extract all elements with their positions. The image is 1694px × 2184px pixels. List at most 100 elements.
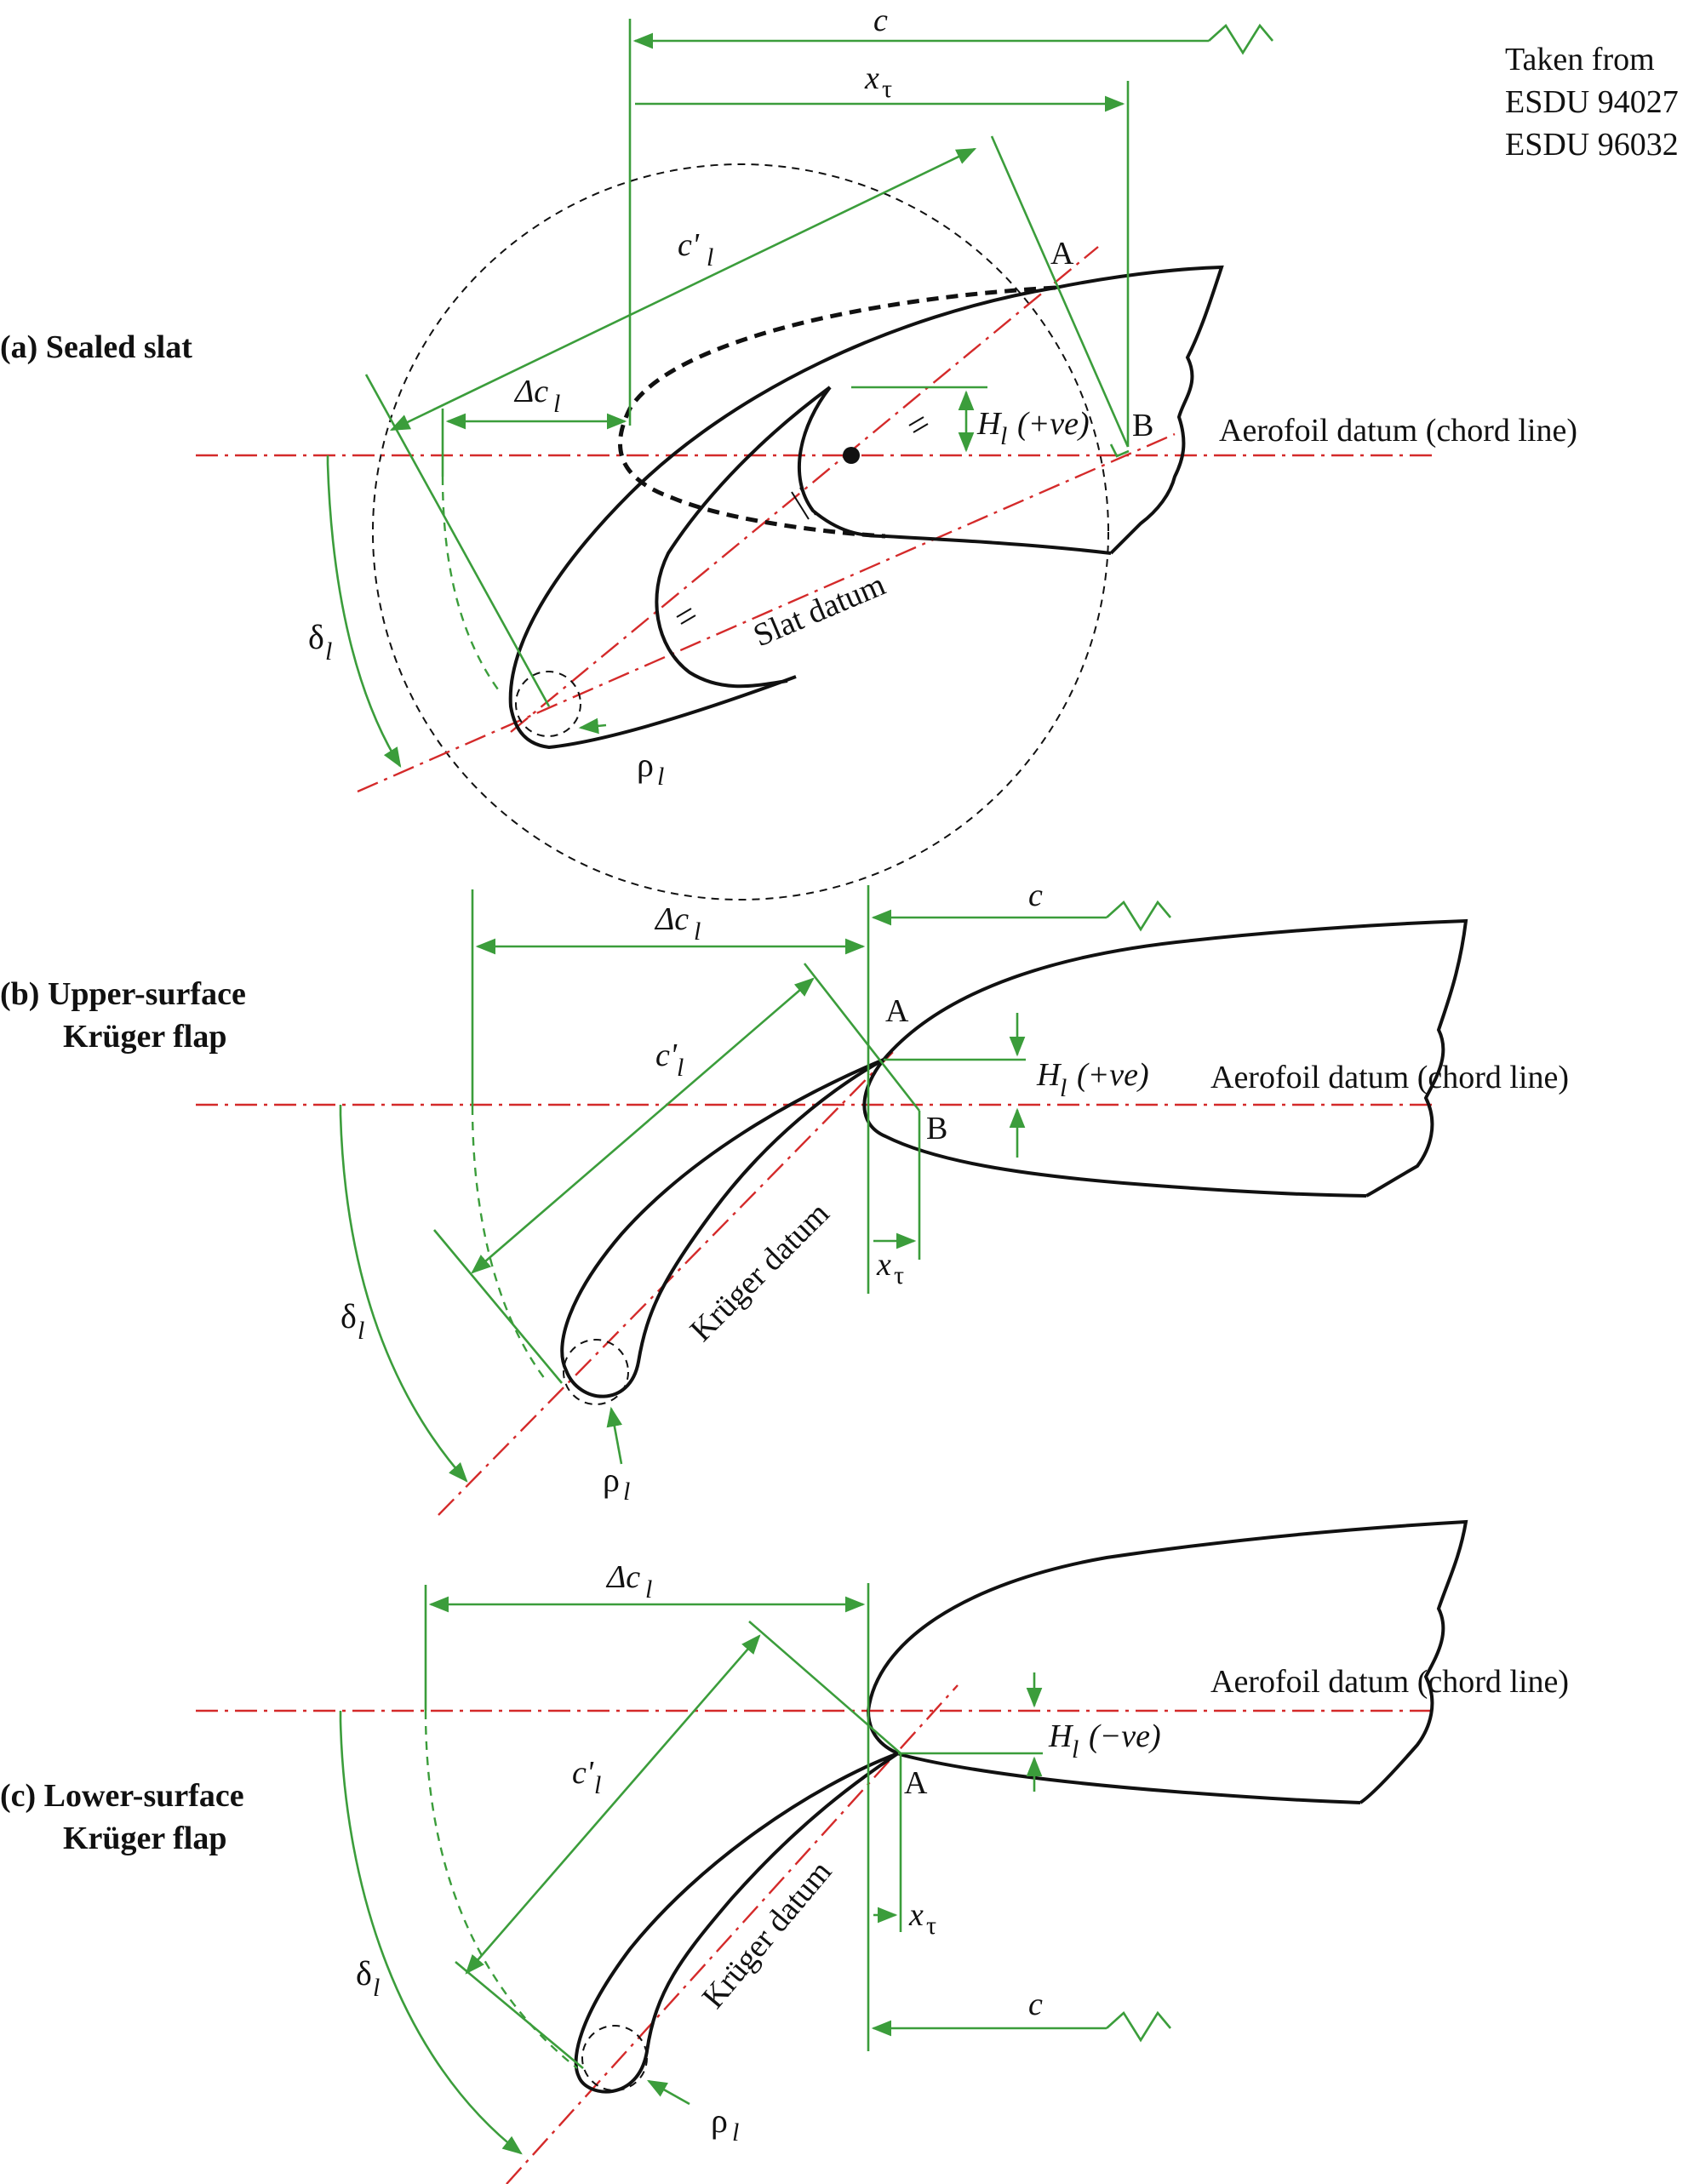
delta-subscript-c: l: [373, 1974, 380, 2002]
c-prime-extension-nose-c: [455, 1961, 584, 2069]
h-sign-c: (−ve): [1089, 1718, 1161, 1754]
rho-label-c: ρ: [711, 2101, 728, 2140]
c-prime-dimension-b: [471, 977, 815, 1274]
panel-b-upper-kruger: (b) Upper-surface Krüger flap c Δc l c' …: [0, 878, 1569, 1516]
delta-subscript-b: l: [358, 1317, 364, 1345]
delta-arc-b: [339, 1114, 468, 1483]
delta-c-arc-a: [441, 476, 499, 690]
c-prime-subscript-b: l: [677, 1054, 684, 1082]
right-angle-b-a: [1109, 443, 1130, 458]
x-tau-label-b: x: [876, 1247, 891, 1283]
x-tau-label-a: x: [864, 60, 879, 96]
c-prime-extension-b: [803, 963, 921, 1112]
delta-arc-a: [326, 463, 402, 768]
point-a-label-a: A: [1050, 236, 1074, 272]
rho-subscript-b: l: [623, 1478, 630, 1506]
c-label-a: c: [873, 3, 888, 38]
c-prime-dimension-a: [389, 147, 977, 432]
kruger-nose-circle-c: [581, 2025, 648, 2091]
delta-c-subscript-a: l: [553, 390, 560, 418]
c-break-symbol-b: [1106, 900, 1171, 932]
point-a-label-b: A: [885, 993, 909, 1029]
x-tau-subscript-a: τ: [882, 75, 892, 103]
x-tau-subscript-c: τ: [926, 1912, 936, 1940]
x-tau-label-c: x: [908, 1897, 924, 1933]
delta-c-arc-c: [424, 1710, 578, 2069]
rho-label-b: ρ: [603, 1461, 620, 1499]
delta-c-subscript-c: l: [645, 1575, 652, 1604]
c-prime-label-a: c': [678, 227, 700, 263]
h-subscript-b: l: [1060, 1074, 1067, 1102]
panel-c-title-1: (c) Lower-surface: [0, 1778, 244, 1814]
aerofoil-upper-surface-b: [882, 918, 1468, 1198]
aerofoil-lower-surface-a: [884, 535, 1112, 555]
source-note-line-3: ESDU 96032: [1505, 127, 1679, 163]
slat-datum-line: [357, 432, 1176, 793]
aerofoil-lower-surface-b: [862, 1058, 1367, 1198]
rho-label-a: ρ: [637, 746, 654, 784]
c-prime-label-b: c': [655, 1038, 678, 1073]
delta-c-subscript-b: l: [694, 918, 701, 946]
c-prime-extension-a: [990, 135, 1130, 448]
panel-b-title-1: (b) Upper-surface: [0, 976, 246, 1012]
c-break-symbol-a: [1208, 23, 1273, 55]
aerofoil-datum-label-c: Aerofoil datum (chord line): [1210, 1664, 1569, 1700]
h-label-b: H: [1036, 1057, 1062, 1093]
delta-c-label-b: Δc: [654, 901, 689, 937]
h-subscript-c: l: [1072, 1735, 1079, 1764]
h-label-a: H: [976, 406, 1003, 442]
panel-c-title-2: Krüger flap: [63, 1821, 226, 1856]
delta-c-label-c: Δc: [605, 1559, 640, 1595]
x-tau-subscript-b: τ: [894, 1261, 904, 1289]
c-prime-subscript-c: l: [594, 1771, 601, 1799]
delta-c-arc-b: [471, 1106, 546, 1380]
rho-subscript-a: l: [657, 763, 664, 791]
c-prime-extension-nose-a: [364, 374, 551, 707]
c-prime-dimension-c: [465, 1634, 761, 1975]
aerofoil-lower-surface-c: [867, 1710, 1361, 1804]
aerofoil-datum-label-b: Aerofoil datum (chord line): [1210, 1060, 1569, 1095]
panel-b-title-2: Krüger flap: [63, 1019, 226, 1055]
c-prime-extension-nose-b: [433, 1229, 563, 1384]
slat-nose-circle: [515, 671, 581, 737]
c-prime-label-c: c': [572, 1755, 594, 1791]
rho-pointer-b: [606, 1406, 623, 1465]
delta-subscript-a: l: [325, 637, 332, 666]
source-note: Taken from ESDU 94027 ESDU 96032: [1505, 42, 1679, 163]
kruger-datum-label-c: Krüger datum: [695, 1854, 839, 2015]
rho-subscript-c: l: [732, 2118, 739, 2147]
h-sign-a: (+ve): [1017, 406, 1090, 442]
point-b-label-b: B: [926, 1111, 947, 1146]
source-note-line-1: Taken from: [1505, 42, 1655, 77]
h-label-c: H: [1048, 1718, 1074, 1754]
delta-label-c: δ: [356, 1954, 372, 1992]
slat-cove: [797, 386, 886, 538]
h-subscript-a: l: [1000, 422, 1007, 450]
slat-inner-surface: [655, 386, 832, 689]
aerofoil-datum-label-a: Aerofoil datum (chord line): [1219, 413, 1577, 449]
parallel-mark-a: [791, 487, 816, 520]
c-prime-extension-c: [748, 1621, 901, 1754]
point-a-label-c: A: [904, 1765, 928, 1801]
panel-a-sealed-slat: (a) Sealed slat c x τ: [0, 3, 1577, 900]
rho-pointer-c: [646, 2079, 690, 2106]
h-sign-b: (+ve): [1077, 1057, 1149, 1093]
source-note-line-2: ESDU 94027: [1505, 84, 1679, 120]
delta-label-a: δ: [308, 618, 324, 656]
slat-bisector-line: [510, 246, 1099, 733]
panel-c-lower-kruger: (c) Lower-surface Krüger flap Δc l c' l …: [0, 1519, 1569, 2184]
delta-c-label-a: Δc: [513, 374, 548, 409]
aerofoil-upper-surface-c: [867, 1519, 1468, 1804]
c-label-b: c: [1028, 878, 1043, 913]
delta-arc-c: [339, 1720, 523, 2155]
point-b-label-a: B: [1132, 408, 1153, 443]
slat-pivot-point: [843, 447, 860, 464]
c-break-symbol-c: [1106, 2010, 1171, 2043]
c-prime-subscript-a: l: [707, 243, 713, 272]
slat-outer-surface: [508, 286, 1056, 750]
kruger-datum-line-c: [506, 1684, 959, 2184]
equal-mark-1-a: [908, 416, 929, 433]
kruger-nose-circle-b: [563, 1339, 629, 1405]
panel-a-title: (a) Sealed slat: [0, 329, 192, 365]
